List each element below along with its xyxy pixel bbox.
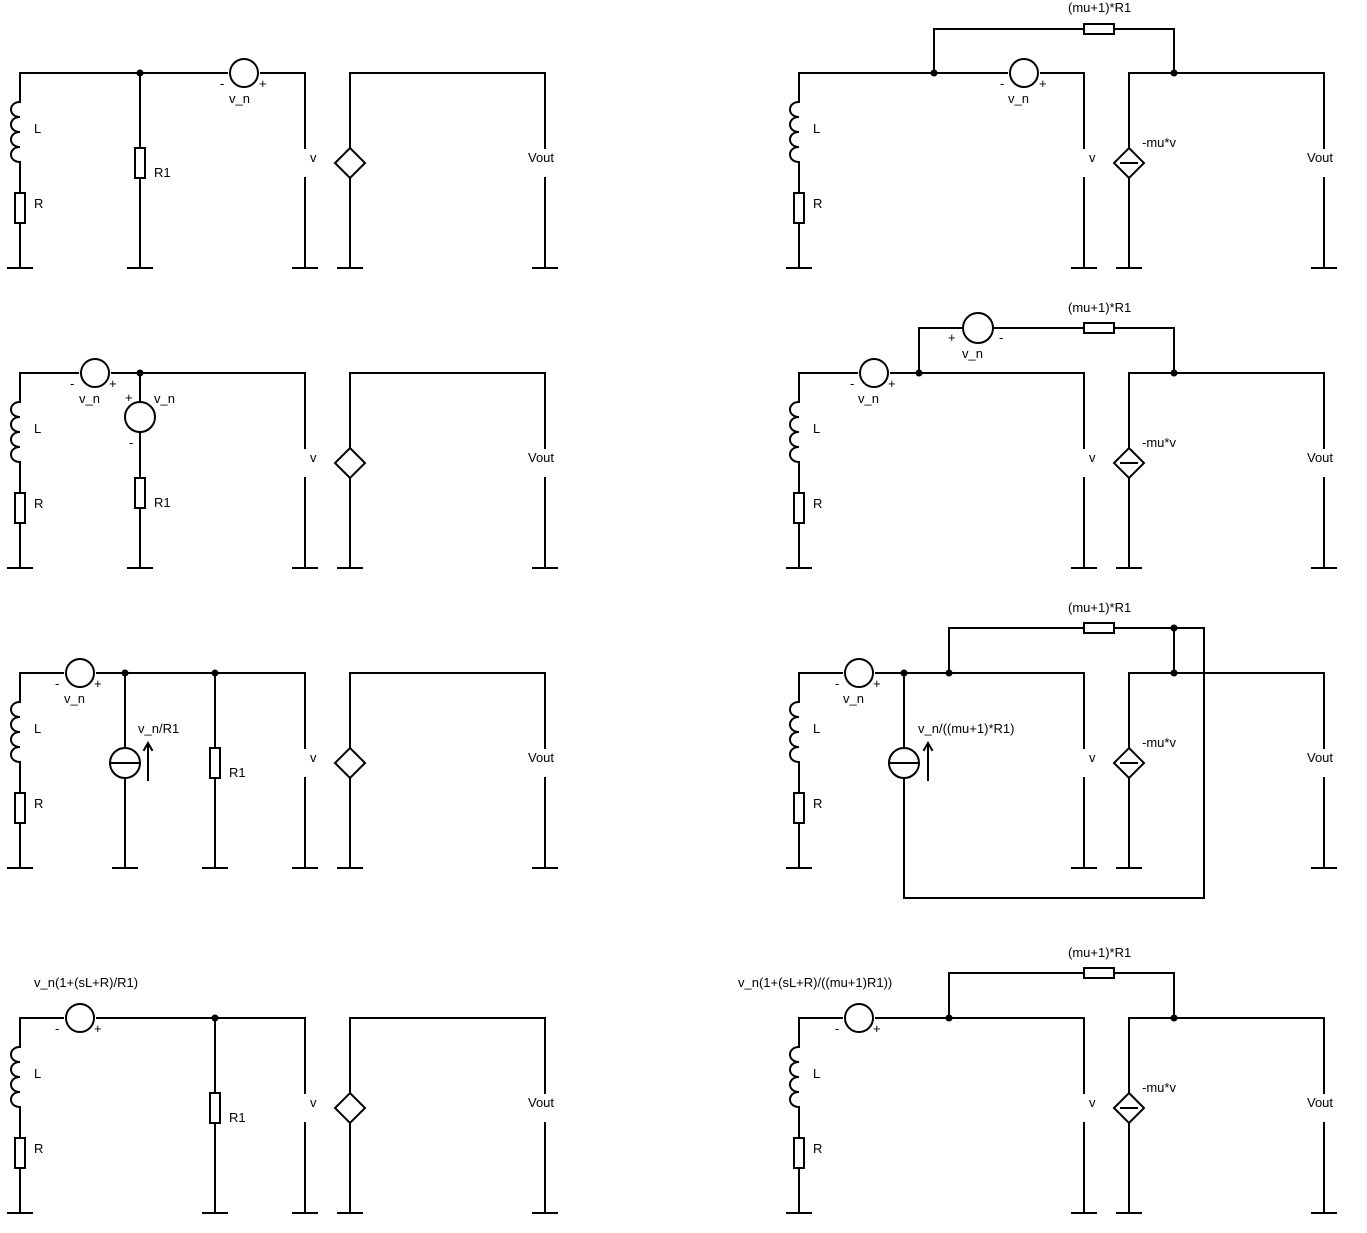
label-R1: R1 <box>154 165 171 180</box>
label-R1: R1 <box>229 765 246 780</box>
circuit-left-3: L R v_n - + v_n/R1 R1 v Vout <box>7 658 558 869</box>
label-Vout: Vout <box>1307 150 1333 165</box>
label-plus: + <box>1039 76 1047 91</box>
label-R1: R1 <box>229 1110 246 1125</box>
label-L: L <box>34 1066 41 1081</box>
label-plus: + <box>94 1021 102 1036</box>
label-plus: + <box>888 376 896 391</box>
label-L: L <box>34 421 41 436</box>
label-minus: - <box>850 376 854 391</box>
circuit-left-1: L R R1 v_n - + v Vout <box>7 58 558 269</box>
label-v: v <box>1089 450 1096 465</box>
label-dependent-source: -mu*v <box>1142 135 1176 150</box>
label-Vout: Vout <box>528 450 554 465</box>
label-plus: + <box>125 390 133 405</box>
label-v_n: v_n <box>843 691 864 706</box>
label-minus: - <box>1000 76 1004 91</box>
circuit-right-4: (mu+1)*R1 v_n(1+(sL+R)/((mu+1)R1)) L R -… <box>738 945 1337 1214</box>
label-minus: - <box>129 435 133 450</box>
label-feedback-resistor: (mu+1)*R1 <box>1068 300 1131 315</box>
label-L: L <box>813 1066 820 1081</box>
label-v_n: v_n <box>962 346 983 361</box>
label-plus: + <box>94 676 102 691</box>
label-R: R <box>813 196 822 211</box>
label-Vout: Vout <box>528 750 554 765</box>
label-current-source: v_n/R1 <box>138 721 179 736</box>
label-minus: - <box>220 76 224 91</box>
circuit-right-2: (mu+1)*R1 + - v_n L R v_n - + v -mu*v Vo… <box>786 300 1337 569</box>
label-v_n: v_n <box>229 91 250 106</box>
label-R1: R1 <box>154 495 171 510</box>
circuit-right-1: (mu+1)*R1 L R v_n - + v -mu*v Vout <box>786 0 1337 269</box>
label-dependent-source: -mu*v <box>1142 1080 1176 1095</box>
label-dependent-source: -mu*v <box>1142 435 1176 450</box>
label-current-source: v_n/((mu+1)*R1) <box>918 721 1014 736</box>
label-equiv-source: v_n(1+(sL+R)/R1) <box>34 975 138 990</box>
label-plus: + <box>259 76 267 91</box>
label-Vout: Vout <box>1307 1095 1333 1110</box>
label-minus: - <box>55 676 59 691</box>
label-R: R <box>813 496 822 511</box>
label-v_n: v_n <box>1008 91 1029 106</box>
circuit-right-3: (mu+1)*R1 L R v_n - + v_n/((mu+1)*R1) v … <box>786 600 1337 899</box>
label-v: v <box>1089 750 1096 765</box>
label-R: R <box>813 1141 822 1156</box>
label-feedback-resistor: (mu+1)*R1 <box>1068 0 1131 15</box>
label-R: R <box>34 196 43 211</box>
label-v_n: v_n <box>154 391 175 406</box>
circuit-left-2: L R v_n - + v_n + - R1 v Vout <box>7 358 558 569</box>
label-Vout: Vout <box>1307 450 1333 465</box>
label-Vout: Vout <box>528 1095 554 1110</box>
label-minus: - <box>835 676 839 691</box>
label-plus: + <box>109 376 117 391</box>
label-dependent-source: -mu*v <box>1142 735 1176 750</box>
label-R: R <box>34 496 43 511</box>
label-feedback-resistor: (mu+1)*R1 <box>1068 945 1131 960</box>
label-L: L <box>813 721 820 736</box>
label-R: R <box>34 796 43 811</box>
label-R: R <box>813 796 822 811</box>
label-plus: + <box>873 676 881 691</box>
label-plus: + <box>873 1021 881 1036</box>
label-v: v <box>310 750 317 765</box>
label-L: L <box>34 121 41 136</box>
label-Vout: Vout <box>1307 750 1333 765</box>
label-v: v <box>310 450 317 465</box>
label-v: v <box>310 150 317 165</box>
label-minus: - <box>70 376 74 391</box>
circuit-left-4: v_n(1+(sL+R)/R1) L R - + R1 v Vout <box>7 975 558 1214</box>
label-plus: + <box>948 330 956 345</box>
label-Vout: Vout <box>528 150 554 165</box>
label-L: L <box>813 421 820 436</box>
label-minus: - <box>55 1021 59 1036</box>
label-v: v <box>310 1095 317 1110</box>
label-v_n: v_n <box>858 391 879 406</box>
label-v_n: v_n <box>64 691 85 706</box>
label-L: L <box>813 121 820 136</box>
label-v_n: v_n <box>79 391 100 406</box>
label-R: R <box>34 1141 43 1156</box>
label-v: v <box>1089 1095 1096 1110</box>
label-minus: - <box>999 330 1003 345</box>
label-feedback-resistor: (mu+1)*R1 <box>1068 600 1131 615</box>
label-L: L <box>34 721 41 736</box>
label-equiv-source: v_n(1+(sL+R)/((mu+1)R1)) <box>738 975 892 990</box>
label-v: v <box>1089 150 1096 165</box>
label-minus: - <box>835 1021 839 1036</box>
